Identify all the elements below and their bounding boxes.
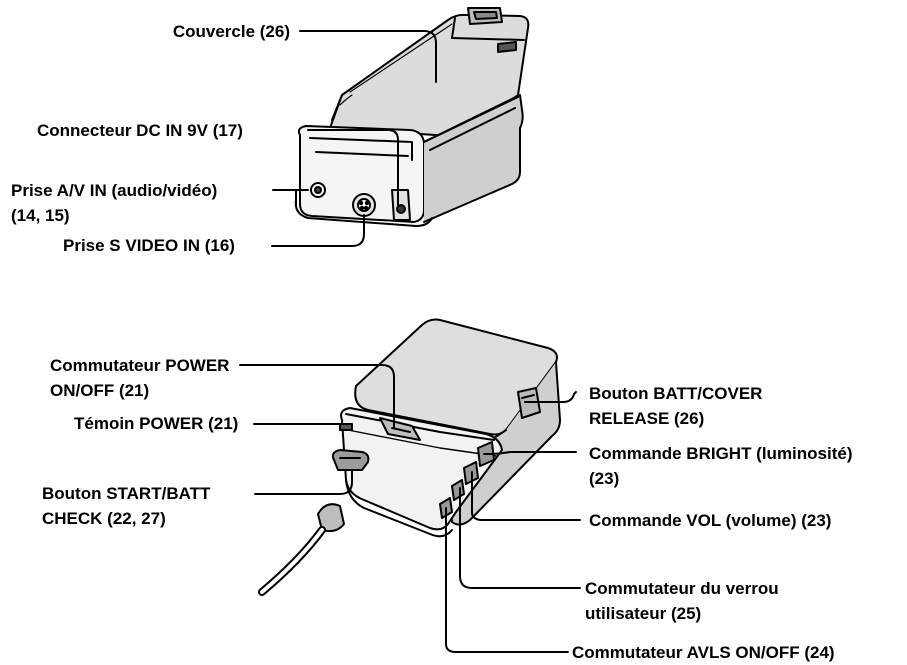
bright-label-line1: Commande BRIGHT (luminosité)	[589, 444, 853, 463]
power-switch-label-line2: ON/OFF (21)	[50, 381, 150, 400]
power-lamp-label: Témoin POWER (21)	[74, 414, 239, 433]
batt-cover-label-line1: Bouton BATT/COVER	[589, 384, 763, 403]
power-switch-label-line1: Commutateur POWER	[50, 356, 230, 375]
cover-label: Couvercle (26)	[172, 22, 290, 41]
dc-in-label: Connecteur DC IN 9V (17)	[37, 121, 243, 140]
batt-cover-label-line2: RELEASE (26)	[589, 409, 705, 428]
start-button-label-line2: CHECK (22, 27)	[42, 509, 166, 528]
avls-label: Commutateur AVLS ON/OFF (24)	[572, 643, 835, 662]
s-video-label: Prise S VIDEO IN (16)	[63, 236, 235, 255]
av-in-label-line1: Prise A/V IN (audio/vidéo)	[11, 181, 218, 200]
start-button-label-line1: Bouton START/BATT	[42, 484, 211, 503]
lock-label-line1: Commutateur du verrou	[585, 579, 779, 598]
bottom-device-illustration	[258, 318, 561, 596]
vol-label: Commande VOL (volume) (23)	[589, 511, 832, 530]
leader-lines	[239, 30, 581, 653]
top-device-illustration	[294, 7, 530, 227]
lock-label-line2: utilisateur (25)	[585, 604, 702, 623]
bright-label-line2: (23)	[589, 469, 620, 488]
av-in-label-line2: (14, 15)	[11, 206, 70, 225]
